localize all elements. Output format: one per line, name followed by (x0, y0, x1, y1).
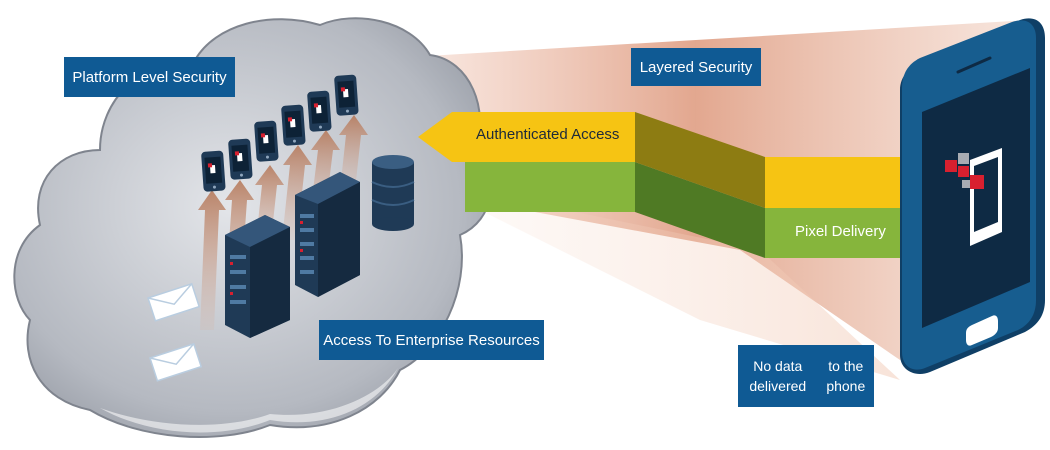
no-data-label: No data delivered to the phone (738, 345, 874, 407)
app-logo-icon (945, 148, 1002, 246)
authenticated-access-text: Authenticated Access (476, 126, 620, 143)
authenticated-access-arrow (418, 112, 900, 208)
mini-phone-icon (228, 138, 253, 180)
mini-phone-icon (254, 120, 279, 162)
layered-security-label: Layered Security (631, 48, 761, 86)
platform-security-label: Platform Level Security (64, 57, 235, 97)
envelope-icon (147, 282, 201, 322)
server-rack-icon (225, 215, 290, 338)
database-icon (371, 155, 415, 231)
mini-phone-icon (281, 104, 306, 146)
mini-phone-row (201, 74, 359, 192)
mini-phone-icon (307, 90, 332, 132)
no-data-line-1: No data delivered (749, 358, 807, 394)
mini-phone-icon (201, 150, 226, 192)
envelope-icon (149, 342, 203, 382)
mini-phone-icon (334, 74, 359, 116)
pixel-delivery-text: Pixel Delivery (795, 223, 886, 240)
server-rack-icon (295, 172, 360, 297)
no-data-line-2: to the phone (826, 358, 866, 394)
enterprise-access-label: Access To Enterprise Resources (319, 320, 544, 360)
